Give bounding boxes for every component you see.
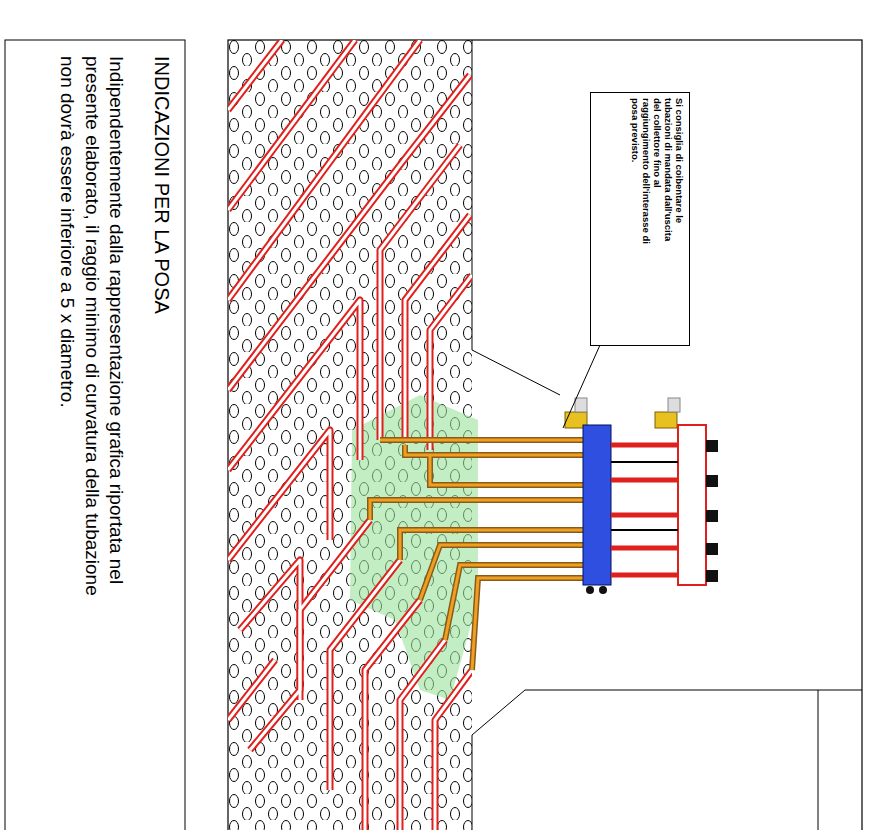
panel-note: Indipendentemente dalla rappresentazione… <box>55 56 128 608</box>
wall-line <box>472 690 862 830</box>
note-box: Si consiglia di coibentare le tubazioni … <box>590 92 690 346</box>
notes-panel: INDICAZIONI PER LA POSA Indipendentemente… <box>13 52 178 612</box>
callout-note: Si consiglia di coibentare le tubazioni … <box>629 98 684 248</box>
insulated-pipes <box>370 440 583 670</box>
notes-panel-outline <box>5 40 185 830</box>
heating-pipes <box>228 40 472 830</box>
room-frame <box>228 40 862 830</box>
leader-line <box>563 345 600 428</box>
wall-line <box>818 690 819 830</box>
manifold <box>565 398 718 594</box>
wall-line <box>472 40 560 395</box>
panel-heading: INDICAZIONI PER LA POSA <box>150 56 174 608</box>
